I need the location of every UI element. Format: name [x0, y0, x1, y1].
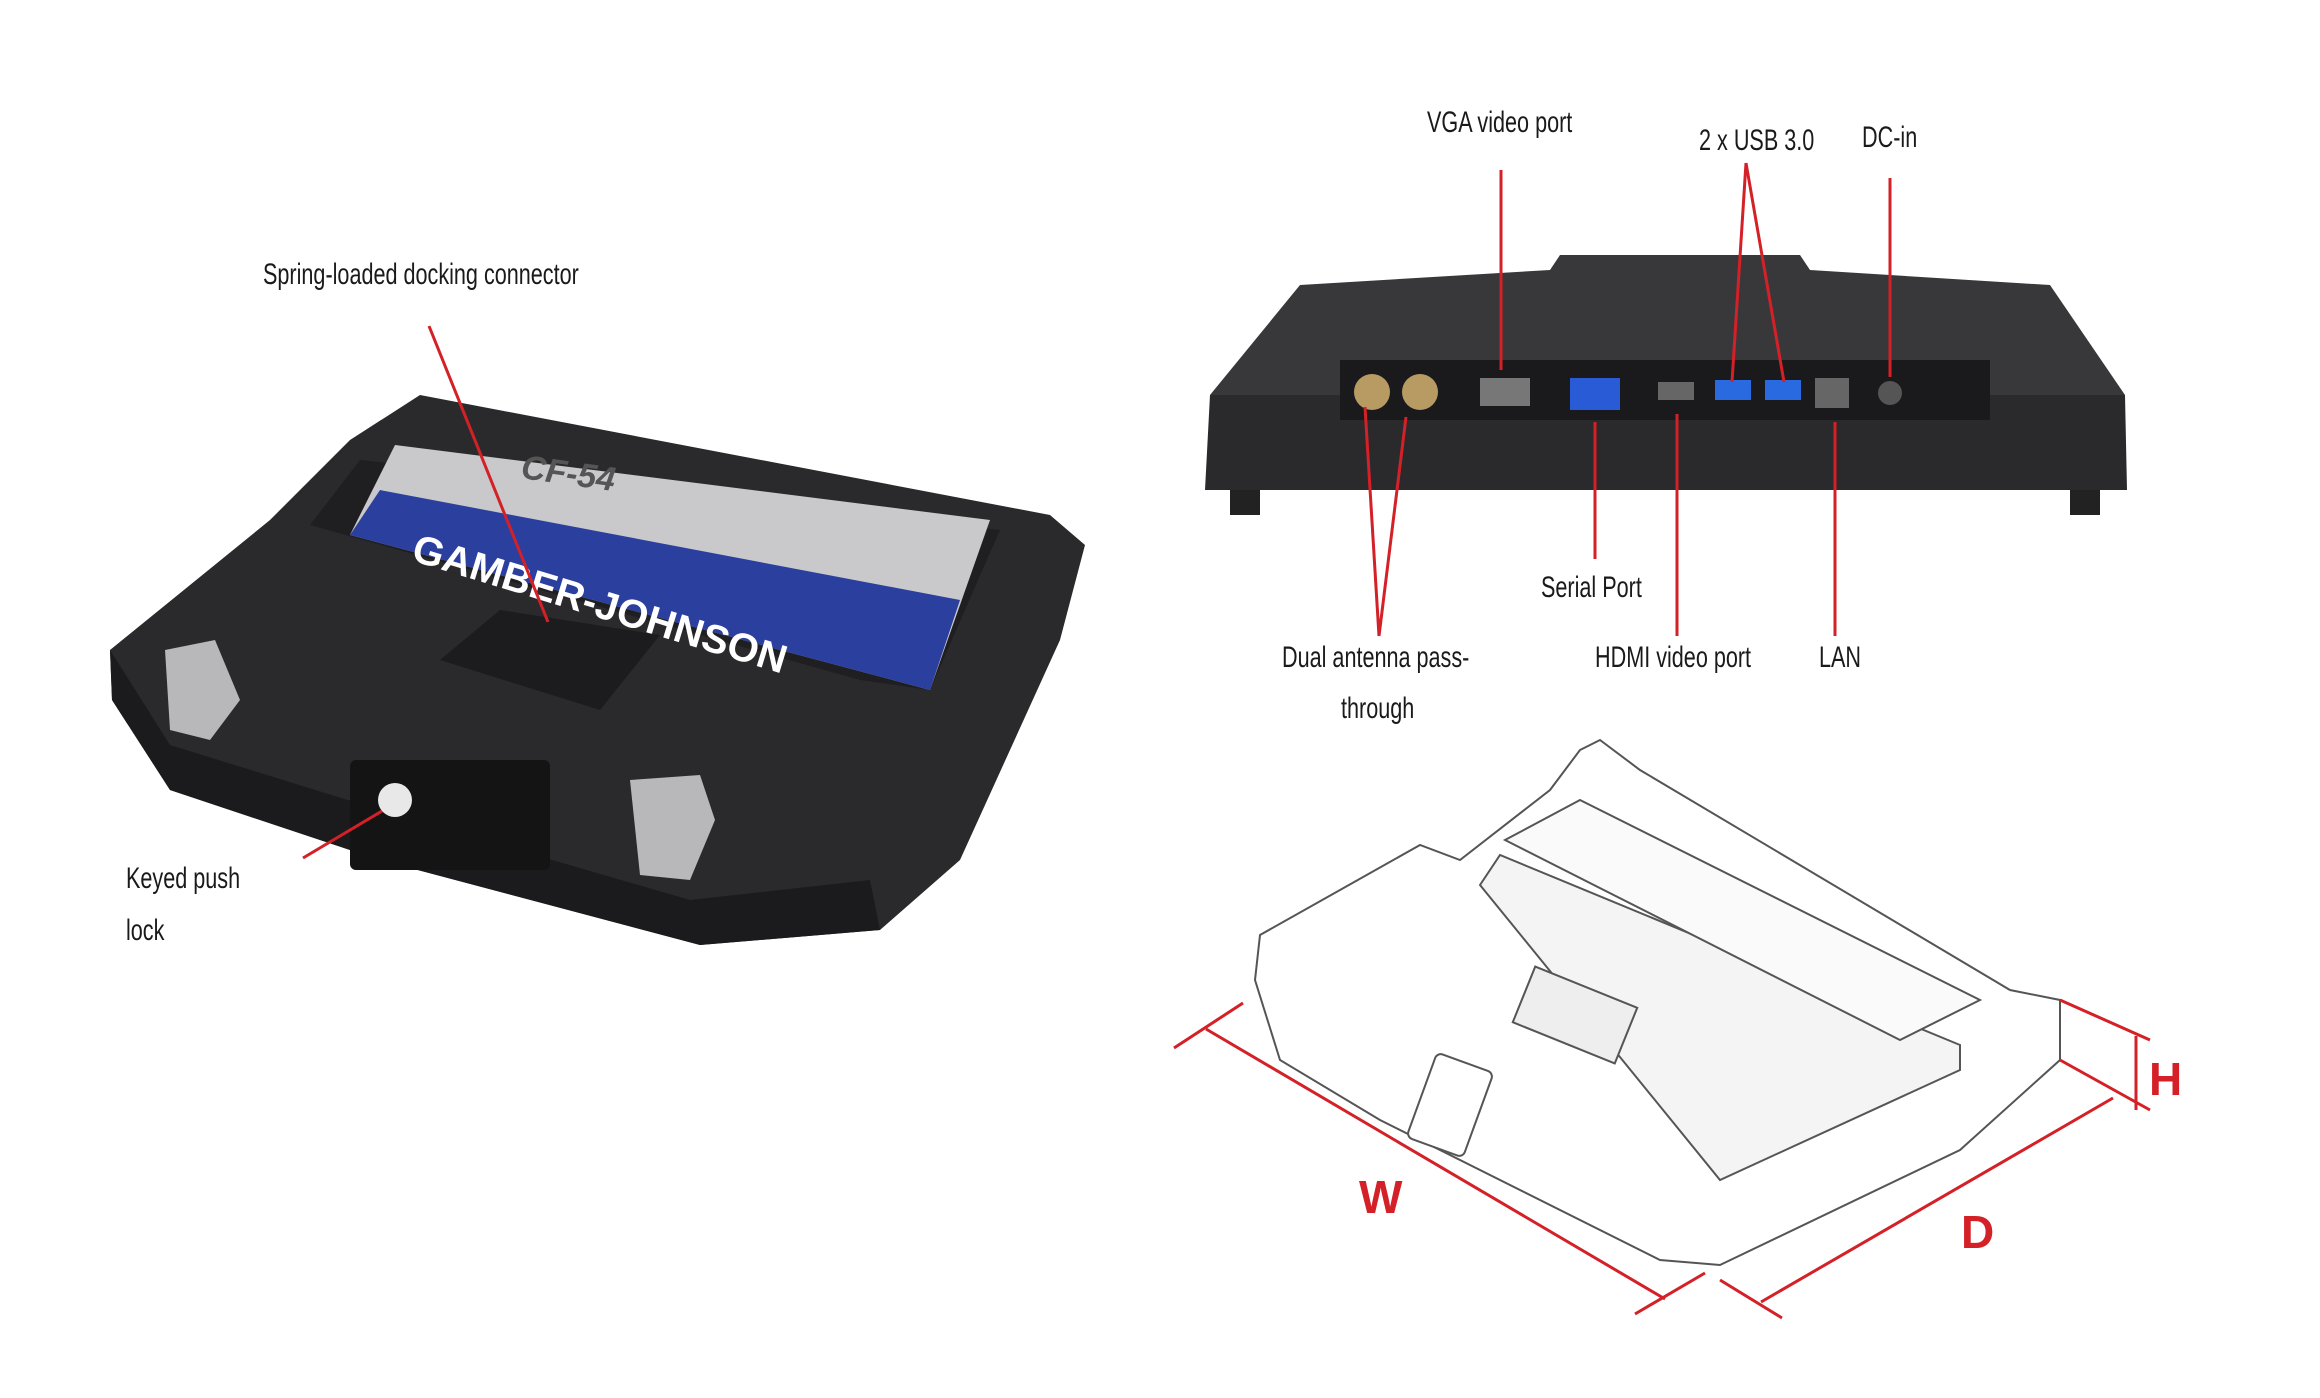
- label-antenna-2: through: [1341, 692, 1415, 725]
- label-vga: VGA video port: [1427, 106, 1573, 139]
- label-dc-in: DC-in: [1862, 121, 1918, 154]
- dimension-depth: D: [1961, 1206, 1995, 1258]
- dimension-width: W: [1359, 1171, 1403, 1223]
- label-keyed-lock-1: Keyed push: [126, 862, 241, 895]
- dimension-height: H: [2149, 1053, 2183, 1105]
- label-antenna-1: Dual antenna pass-: [1282, 641, 1470, 674]
- label-lan: LAN: [1819, 641, 1862, 674]
- docking-station-line-drawing: [1253, 738, 2061, 1267]
- label-docking-connector: Spring-loaded docking connector: [263, 258, 579, 291]
- docking-station-back-photo: [1205, 255, 2127, 515]
- label-serial: Serial Port: [1541, 571, 1642, 604]
- callout-lines: [302, 162, 2151, 1320]
- label-usb: 2 x USB 3.0: [1699, 124, 1815, 157]
- docking-station-photo: CF-54 GAMBER-JOHNSON: [110, 395, 1085, 945]
- label-keyed-lock-2: lock: [126, 914, 165, 947]
- label-hdmi: HDMI video port: [1595, 641, 1752, 674]
